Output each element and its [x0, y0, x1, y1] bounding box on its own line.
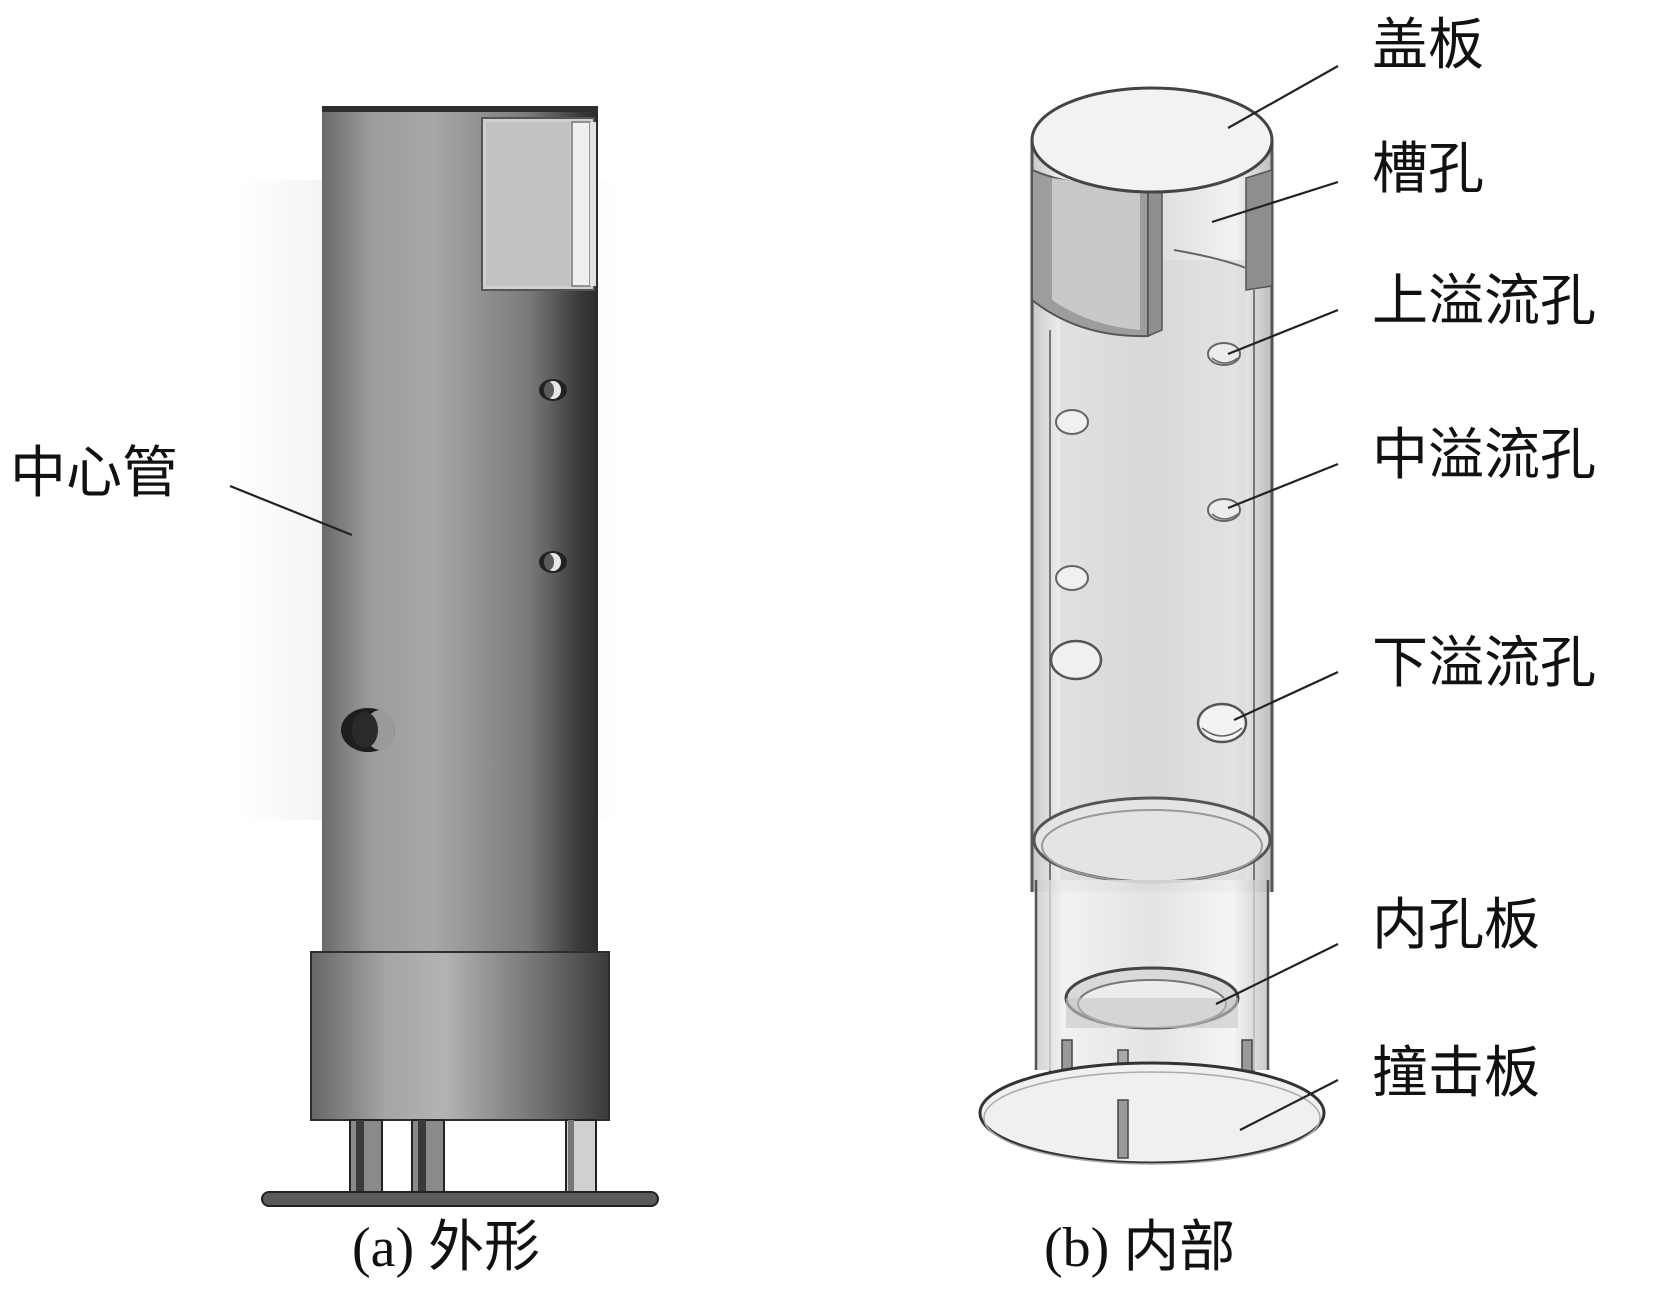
upper-overflow-hole [1207, 342, 1241, 366]
left-holes [1049, 409, 1103, 681]
bottom-plate [261, 1191, 659, 1207]
inner-orifice-plate [1064, 966, 1240, 1030]
label-inner-orifice-plate: 内孔板 [1372, 895, 1540, 957]
caption-panel-a: (a) 外形 [352, 1217, 541, 1279]
leader-upper-overflow-hole [1227, 308, 1339, 356]
impact-plate [978, 1061, 1326, 1165]
cover-plate [1030, 86, 1274, 194]
slot-window [481, 117, 596, 291]
upper-hole [539, 379, 567, 401]
lower-overflow-hole [1196, 702, 1248, 744]
label-upper-overflow-hole: 上溢流孔 [1372, 271, 1596, 333]
support-legs [349, 1119, 597, 1197]
leader-lines [1211, 65, 1339, 1131]
base-sleeve [310, 951, 610, 1121]
lower-hole [341, 708, 395, 752]
middle-hole [539, 551, 567, 573]
leader-lower-overflow-hole [1233, 671, 1339, 721]
label-impact-plate: 撞击板 [1372, 1043, 1540, 1105]
leader-inner-orifice-plate [1215, 943, 1339, 1005]
leader-center-tube [229, 484, 353, 537]
label-slot-hole: 槽孔 [1372, 139, 1484, 201]
label-cover-plate: 盖板 [1372, 15, 1484, 77]
leader-impact-plate [1239, 1079, 1339, 1131]
leader-slot-hole [1211, 180, 1339, 224]
panel-a-exterior [229, 106, 659, 1207]
panel-b-interior [978, 65, 1339, 1165]
label-center-tube: 中心管 [10, 443, 178, 505]
slot-section [1031, 168, 1273, 338]
label-lower-overflow-hole: 下溢流孔 [1372, 633, 1596, 695]
center-tube-top-rim [322, 106, 598, 112]
leader-cover-plate [1227, 65, 1339, 129]
middle-overflow-hole [1207, 498, 1241, 522]
leader-middle-overflow-hole [1227, 462, 1339, 510]
caption-panel-b: (b) 内部 [1044, 1217, 1236, 1279]
label-middle-overflow-hole: 中溢流孔 [1372, 425, 1596, 487]
